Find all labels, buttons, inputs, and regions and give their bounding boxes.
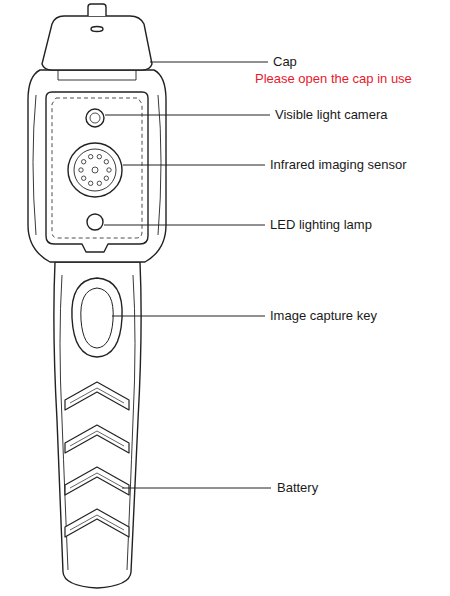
face-plate-dashed xyxy=(52,98,142,238)
cap-outline xyxy=(42,16,152,70)
leader-line xyxy=(105,115,270,116)
sensor-inner-ring xyxy=(74,149,116,191)
infrared-imaging-sensor xyxy=(68,143,122,197)
visible-light-camera xyxy=(86,109,104,127)
handle-inner-line xyxy=(127,275,135,570)
sensor-dot xyxy=(81,176,85,180)
head-outline xyxy=(28,70,166,262)
leader-line xyxy=(150,62,268,63)
sensor-dot xyxy=(97,181,101,185)
grip-chevron xyxy=(65,382,129,410)
handle-outline xyxy=(54,262,141,588)
leader-line xyxy=(123,165,265,166)
grip-chevron xyxy=(65,509,129,537)
sensor-dot xyxy=(97,154,101,158)
face-plate xyxy=(46,92,148,252)
sensor-dot xyxy=(79,168,83,172)
sensor-dot xyxy=(107,168,111,172)
part-label: Battery xyxy=(277,480,318,496)
sensor-dot xyxy=(104,160,108,164)
grip-chevron xyxy=(65,467,129,495)
sensor-dot xyxy=(88,181,92,185)
grip-chevron-inner xyxy=(70,431,124,446)
camera-lens xyxy=(90,113,100,123)
part-label: LED lighting lamp xyxy=(270,217,372,233)
head-side-lobe xyxy=(33,95,36,235)
part-label: Cap xyxy=(273,54,297,70)
sensor-dot xyxy=(88,154,92,158)
image-capture-key xyxy=(81,288,113,348)
part-label: Image capture key xyxy=(270,308,377,324)
part-label: Infrared imaging sensor xyxy=(270,157,407,173)
cap-tab xyxy=(88,4,106,16)
leader-line xyxy=(122,488,271,489)
led-lighting-lamp xyxy=(87,214,103,230)
part-label: Visible light camera xyxy=(275,107,387,123)
grip-chevron-inner xyxy=(70,515,124,530)
leader-line xyxy=(112,316,265,317)
grip-chevron-inner xyxy=(70,473,124,488)
cap-hole xyxy=(91,27,103,32)
grip-chevron-inner xyxy=(70,388,124,403)
sensor-dot xyxy=(92,167,98,173)
key-surround xyxy=(72,278,122,357)
sensor-dot xyxy=(81,160,85,164)
note-text: Please open the cap in use xyxy=(255,71,412,87)
sensor-dot xyxy=(104,176,108,180)
cap-hinge xyxy=(58,70,136,80)
leader-line xyxy=(104,225,265,226)
grip-chevron xyxy=(65,425,129,453)
